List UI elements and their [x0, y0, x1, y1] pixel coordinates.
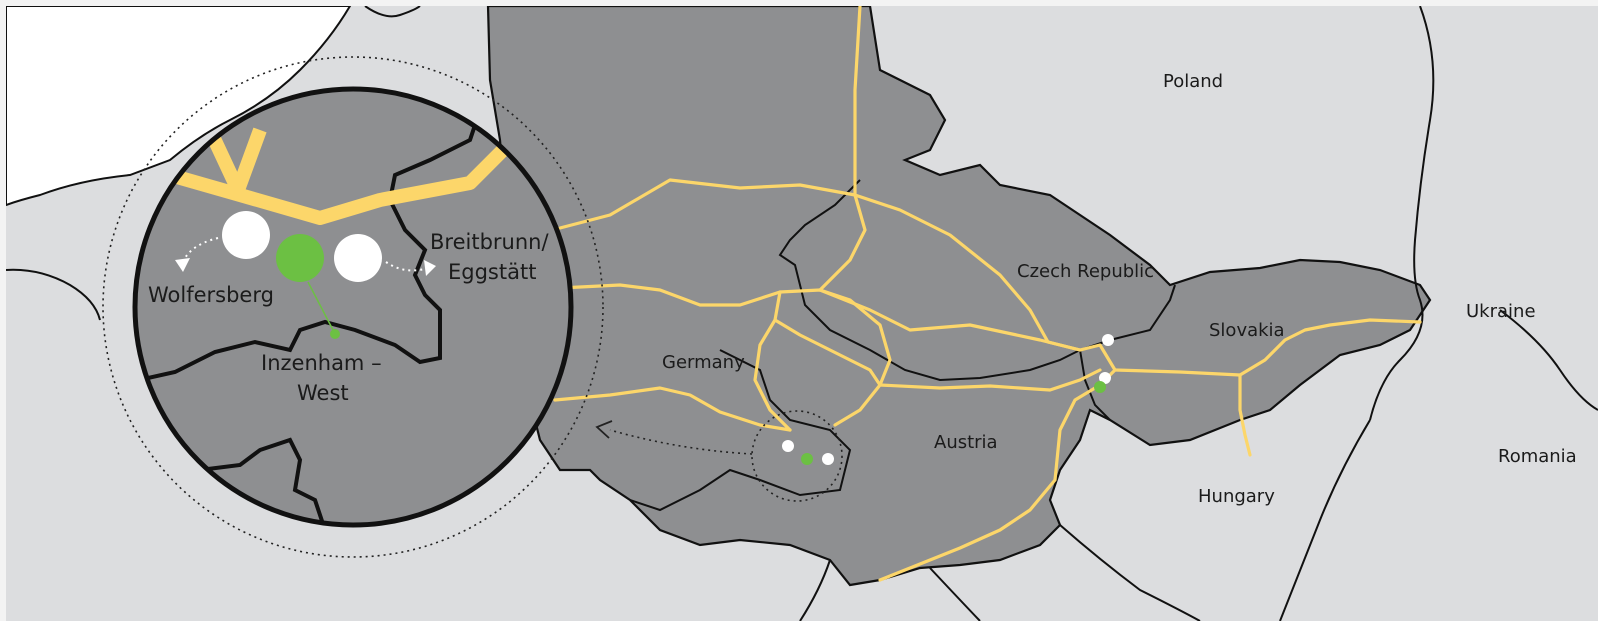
- breitbrunn-arrow-head: [424, 260, 436, 276]
- callout-arrow: [609, 429, 753, 455]
- label-breitbrunn-line2: Eggstätt: [448, 260, 536, 284]
- label-inzenham-line1: Inzenham –: [261, 351, 382, 375]
- storage-site-white-dot: [822, 453, 834, 465]
- highlight-ring-small: [751, 410, 843, 502]
- coast-line-top: [364, 6, 421, 18]
- label-germany: Germany: [662, 352, 745, 373]
- inset-pipeline: [168, 143, 510, 225]
- wolfersberg-site: [222, 211, 270, 259]
- border-south: [799, 524, 1201, 621]
- storage-site-white-dot: [1099, 372, 1111, 384]
- label-czech-republic: Czech Republic: [1017, 261, 1154, 282]
- border-germany-austria: [629, 349, 852, 512]
- inset-border: [135, 109, 482, 384]
- wolfersberg-arrow: [182, 237, 219, 263]
- border-germany-czech: [778, 179, 1081, 382]
- pipelines: [553, 6, 1422, 582]
- label-poland: Poland: [1163, 71, 1223, 92]
- label-hungary: Hungary: [1198, 486, 1275, 507]
- inzenham-leader-line: [307, 281, 334, 331]
- storage-site-white-dot: [782, 440, 794, 452]
- label-ukraine: Ukraine: [1466, 301, 1536, 322]
- label-wolfersberg: Wolfersberg: [148, 283, 274, 307]
- border-hungary-romania: [1279, 419, 1371, 621]
- border-romania-east: [1499, 309, 1598, 411]
- callout-arrow-head: [595, 420, 613, 439]
- storage-site-green-dot: [801, 453, 813, 465]
- inset-zoom-circle: [132, 86, 574, 528]
- inzenham-marker: [330, 329, 340, 339]
- border-czech-slovakia: [1079, 284, 1176, 351]
- label-austria: Austria: [934, 432, 998, 453]
- sea-area: [6, 6, 352, 207]
- label-romania: Romania: [1498, 446, 1577, 467]
- highlighted-region: [486, 6, 1432, 587]
- label-slovakia: Slovakia: [1209, 320, 1285, 341]
- inset-border-lower: [135, 437, 327, 525]
- inset-dotted-ring: [102, 56, 604, 558]
- inset-frame: [132, 86, 574, 528]
- label-inzenham-line2: West: [297, 381, 349, 405]
- label-breitbrunn-line1: Breitbrunn/: [430, 230, 549, 254]
- inzenham-site: [276, 234, 324, 282]
- border-ukraine: [1369, 6, 1435, 421]
- storage-site-green-dot: [1094, 381, 1106, 393]
- storage-site-white-dot: [1102, 334, 1114, 346]
- coast-line-west: [6, 268, 101, 321]
- wolfersberg-arrow-head: [175, 258, 190, 272]
- breitbrunn-site: [334, 234, 382, 282]
